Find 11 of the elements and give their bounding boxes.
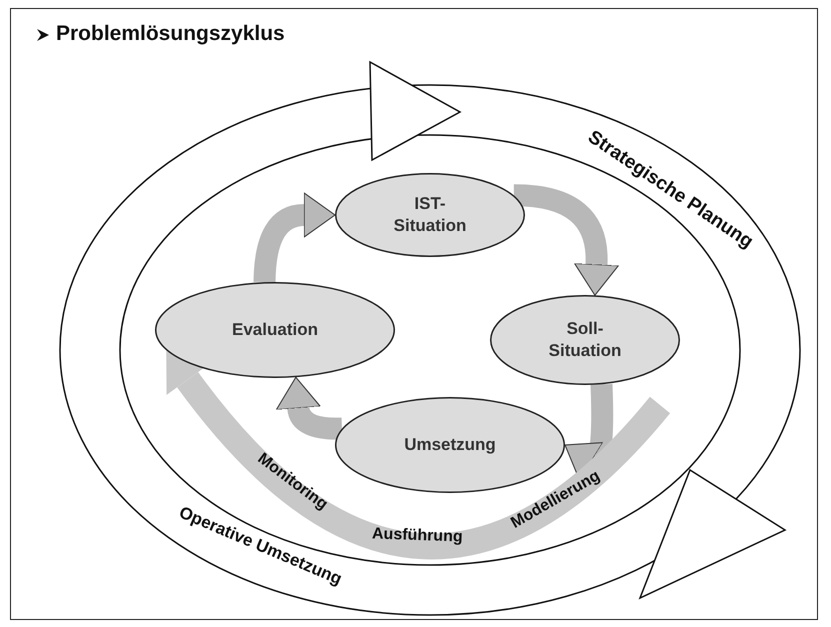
band-label: Ausführung	[371, 525, 462, 547]
stage-ellipse	[335, 173, 525, 257]
curved-arrow	[165, 351, 670, 559]
title: Problemlösungszyklus	[56, 22, 285, 46]
stage-ellipse	[155, 282, 395, 378]
stage-label: Evaluation	[231, 318, 319, 341]
stage-label: IST- Situation	[392, 192, 468, 237]
stage-ellipse	[490, 295, 680, 385]
curved-arrow	[276, 377, 342, 440]
stage-label: Umsetzung	[403, 434, 497, 456]
stage-label: Soll- Situation	[548, 318, 622, 362]
